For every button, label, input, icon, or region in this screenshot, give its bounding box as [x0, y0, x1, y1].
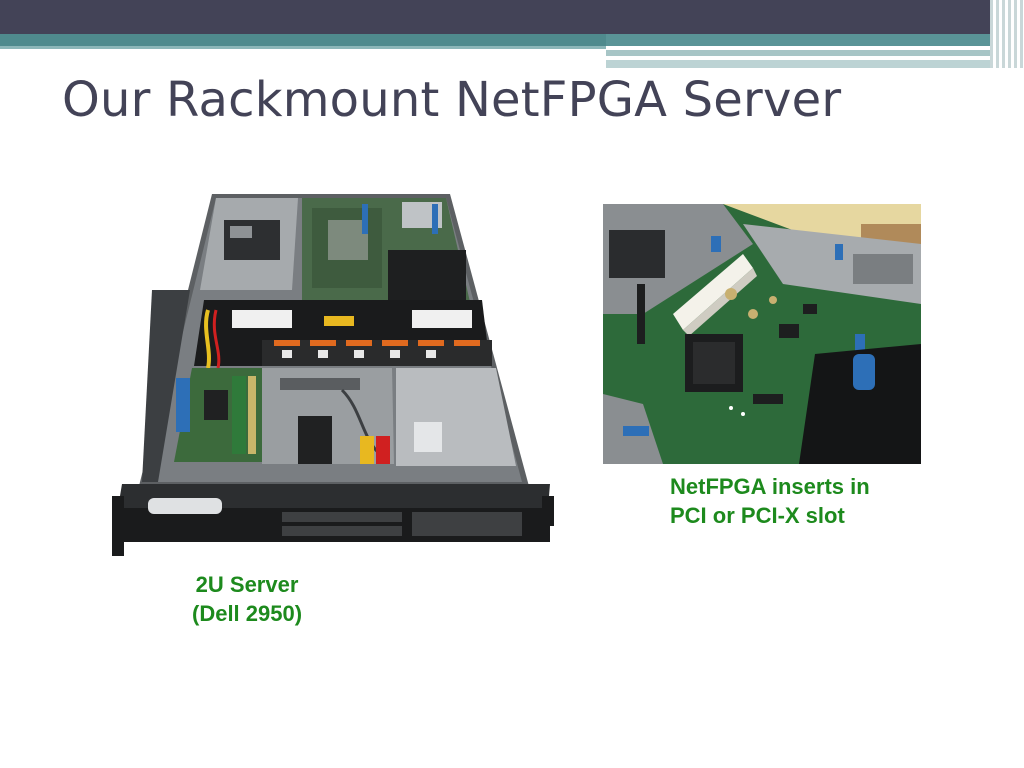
header-band-teal-right: [606, 34, 990, 46]
server-caption-line-2: (Dell 2950): [192, 601, 303, 626]
slide-title: Our Rackmount NetFPGA Server: [62, 72, 842, 128]
server-photo: [112, 190, 554, 558]
header-band-dark: [0, 0, 990, 34]
server-caption-line-1: 2U Server: [195, 572, 299, 597]
pci-caption-line-1: NetFPGA inserts in: [670, 474, 870, 499]
pci-caption-line-2: PCI or PCI-X slot: [670, 503, 845, 528]
header-band-teal-left: [0, 34, 606, 46]
header-band-teal-left-thin: [0, 46, 606, 49]
header-corner-stripes: [990, 0, 1024, 68]
server-caption: 2U Server (Dell 2950): [192, 570, 302, 628]
header-band-highlight: [830, 57, 950, 59]
header-band-teal-right-lighter: [606, 60, 990, 68]
pci-caption: NetFPGA inserts in PCI or PCI-X slot: [670, 472, 870, 530]
pci-slot-photo: [603, 204, 921, 464]
header-band-teal-right-light: [606, 50, 990, 56]
